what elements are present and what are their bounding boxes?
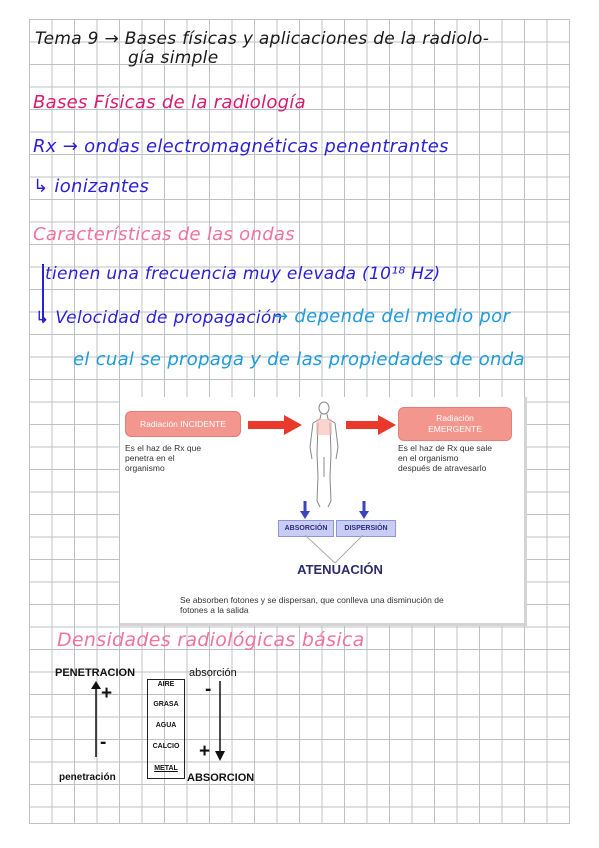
title-line-2: gía simple <box>128 48 219 68</box>
down-arrow-right-icon <box>215 681 225 761</box>
heading-bases-fisicas: Bases Físicas de la radiología <box>33 92 307 113</box>
absorcion-label: ABSORCIÓN <box>284 525 328 532</box>
material-grasa: GRASA <box>153 701 179 708</box>
minus-sign-bottom: - <box>100 732 107 753</box>
card-footer-line: Se absorben fotones y se dispersan, que … <box>180 595 444 605</box>
dispersion-box: DISPERSIÓN <box>336 520 396 537</box>
plus-sign-bottom: + <box>199 741 211 762</box>
down-arrow-icon <box>359 501 369 519</box>
notebook-page: Tema 9 → Bases físicas y aplicaciones de… <box>29 19 570 824</box>
heading-densidades: Densidades radiológicas básica <box>57 629 365 651</box>
material-aire: AIRE <box>157 681 175 688</box>
human-figure-icon <box>309 401 339 508</box>
card-footer-line: fotones a la salida <box>180 605 249 615</box>
up-arrow-icon <box>91 681 101 757</box>
materials-box <box>147 679 185 779</box>
incoming-arrow-icon <box>248 415 302 435</box>
penetracion-top-label: PENETRACION <box>55 667 136 679</box>
dispersion-label: DISPERSIÓN <box>344 525 388 532</box>
converging-lines <box>304 535 364 564</box>
rx-line: Rx → ondas electromagnéticas penentrante… <box>33 136 449 157</box>
material-metal: METAL <box>154 765 178 772</box>
bullet-frecuencia: tienen una frecuencia muy elevada (10¹⁸ … <box>45 264 441 284</box>
penetracion-bottom-label: penetración <box>59 772 116 783</box>
material-calcio: CALCIO <box>152 743 180 750</box>
depende-text: → depende del medio por <box>273 306 511 327</box>
down-arrow-icon <box>300 501 310 519</box>
material-agua: AGUA <box>155 722 177 729</box>
incidente-box: Radiación INCIDENTE <box>125 411 241 437</box>
absorcion-top-label: absorción <box>189 667 237 679</box>
minus-sign-top: - <box>205 679 212 700</box>
ionizantes-line: ↳ ionizantes <box>33 176 150 197</box>
emergente-desc-line: en el organismo <box>398 453 459 463</box>
emergente-box: Radiación EMERGENTE <box>398 407 512 441</box>
absorcion-bottom-label: ABSORCION <box>187 772 255 784</box>
incidente-desc-line: penetra en el <box>125 453 175 463</box>
emergente-label-2: EMERGENTE <box>428 424 482 434</box>
depende-line-2: el cual se propaga y de las propiedades … <box>73 349 525 370</box>
bracket-line <box>42 264 44 322</box>
bullet-velocidad: ↳ Velocidad de propagación <box>35 308 283 328</box>
emergente-desc-line: Es el haz de Rx que sale <box>398 443 493 453</box>
heading-caracteristicas: Características de las ondas <box>33 224 295 245</box>
title-line-1: Tema 9 → Bases físicas y aplicaciones de… <box>35 29 490 49</box>
atenuacion-label: ATENUACIÓN <box>297 562 383 577</box>
attenuation-card: Radiación INCIDENTE Es el haz de Rx que … <box>120 397 527 626</box>
emergente-desc: Es el haz de Rx que sale en el organismo… <box>398 443 492 473</box>
emergente-label-1: Radiación <box>436 413 474 423</box>
incidente-desc-line: organismo <box>125 463 165 473</box>
absorcion-box: ABSORCIÓN <box>278 520 334 537</box>
incidente-desc-line: Es el haz de Rx que <box>125 443 202 453</box>
card-footer: Se absorben fotones y se dispersan, que … <box>180 595 444 615</box>
outgoing-arrow-icon <box>346 415 396 435</box>
incidente-desc: Es el haz de Rx que penetra en el organi… <box>125 443 201 473</box>
incidente-label: Radiación INCIDENTE <box>140 419 226 429</box>
emergente-desc-line: después de atravesarlo <box>398 463 487 473</box>
plus-sign-top: + <box>101 683 113 704</box>
